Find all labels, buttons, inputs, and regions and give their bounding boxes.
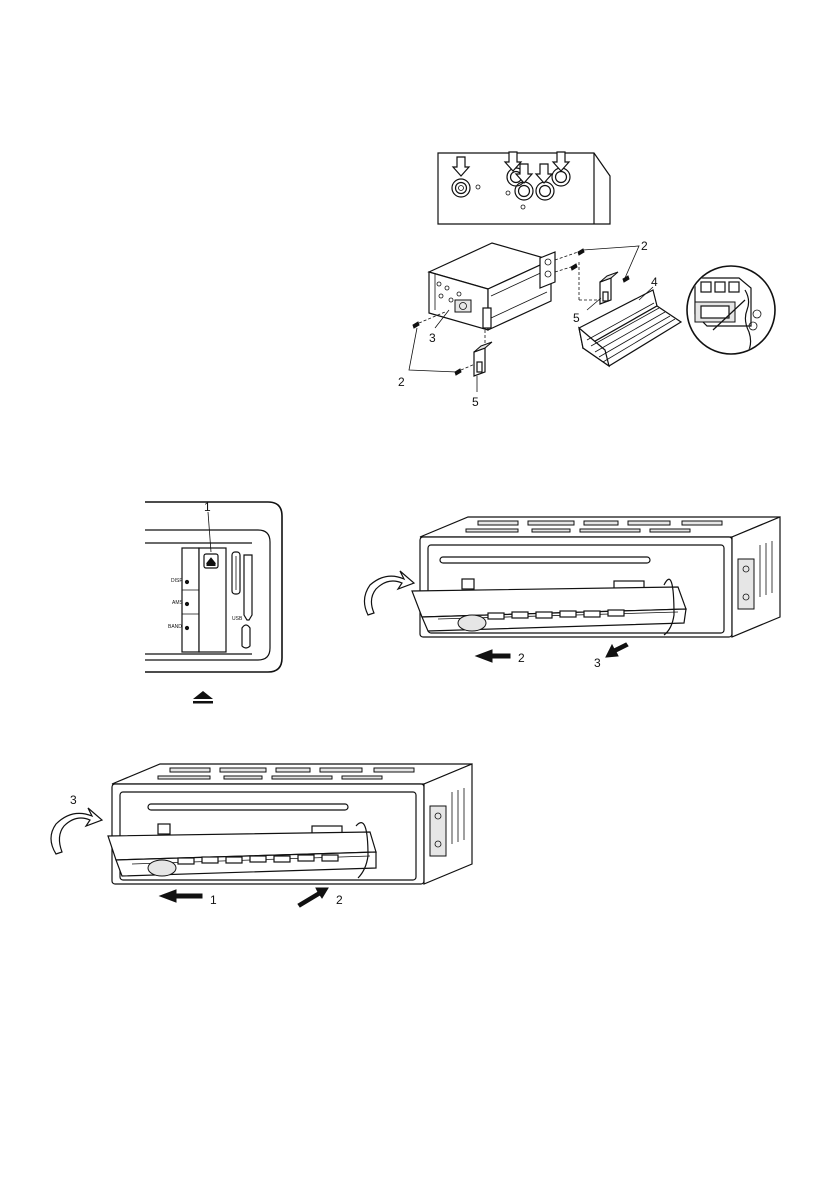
bracket-top xyxy=(600,272,618,304)
faceplate-closeup-svg: 1 DISP AMS BAND USB xyxy=(140,500,285,685)
disp-button-label: DISP xyxy=(171,578,183,584)
disp-button-dot xyxy=(185,580,188,583)
eject-icon xyxy=(190,690,216,704)
callout-2-top: 2 xyxy=(641,239,648,253)
installation-diagram: 2 4 3 5 2 5 xyxy=(395,150,815,410)
band-button-dot xyxy=(185,626,188,629)
volume-knob xyxy=(148,860,176,876)
faceplate-closeup: 1 DISP AMS BAND USB xyxy=(140,500,285,685)
arrow-left-icon xyxy=(476,650,510,662)
arrow-up-right-icon xyxy=(298,888,328,907)
callout-4: 4 xyxy=(651,275,658,289)
callout-1: 1 xyxy=(204,500,211,514)
attach-diagram-svg: 3 1 2 xyxy=(50,752,490,912)
dashboard-panel xyxy=(438,152,610,224)
rotate-arrow-icon xyxy=(364,571,414,615)
ams-button-label: AMS xyxy=(172,600,184,606)
usb-label: USB xyxy=(232,616,243,622)
callout-3-removal: 3 xyxy=(594,656,601,670)
arrow-left-icon xyxy=(160,890,202,902)
eject-button[interactable] xyxy=(204,554,218,568)
callout-3-attach: 3 xyxy=(70,793,77,807)
callout-2-removal: 2 xyxy=(518,651,525,665)
callout-2-attach: 2 xyxy=(336,893,343,907)
callout-2-bottom: 2 xyxy=(398,375,405,389)
removal-diagram: 2 3 xyxy=(348,505,788,680)
rotate-arrow-icon xyxy=(51,808,102,854)
detail-inset xyxy=(687,266,775,354)
removal-diagram-svg: 2 3 xyxy=(348,505,788,680)
arrow-down-left-icon xyxy=(606,643,628,657)
callout-1-attach: 1 xyxy=(210,893,217,907)
band-button-label: BAND xyxy=(168,624,182,630)
callout-5-bottom: 5 xyxy=(472,395,479,409)
trim-frame xyxy=(579,290,681,366)
attach-diagram: 3 1 2 xyxy=(50,752,490,912)
callout-5-right: 5 xyxy=(573,311,580,325)
usb-port[interactable] xyxy=(244,555,252,620)
ams-button-dot xyxy=(185,602,188,605)
callout-3: 3 xyxy=(429,331,436,345)
head-unit-chassis xyxy=(429,243,555,330)
bracket-bottom xyxy=(474,342,492,376)
installation-diagram-svg: 2 4 3 5 2 5 xyxy=(395,150,815,410)
volume-knob xyxy=(458,615,486,631)
